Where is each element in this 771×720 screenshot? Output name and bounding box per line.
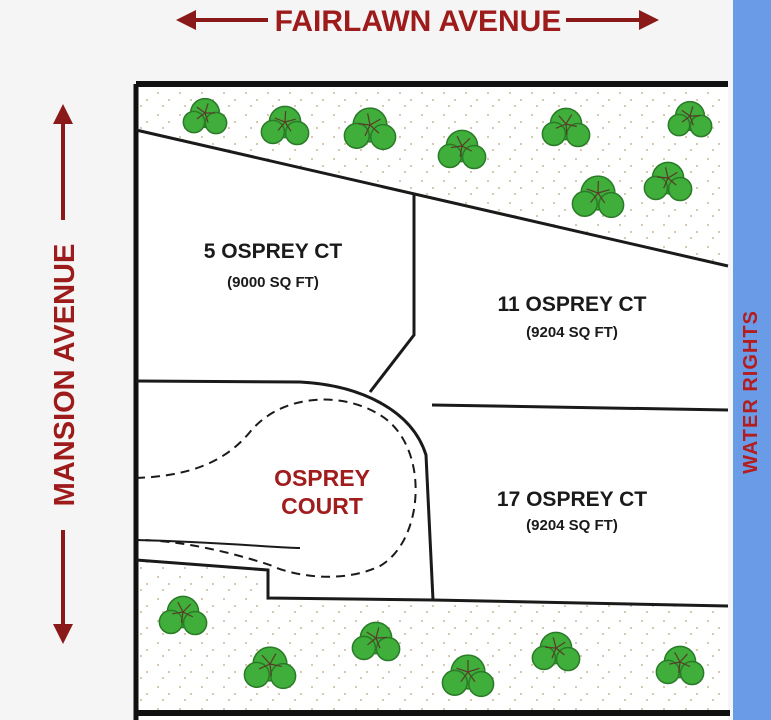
fairlawn-avenue-label: FAIRLAWN AVENUE — [275, 5, 562, 38]
court-right-boundary — [135, 379, 435, 601]
tree-icon — [441, 654, 495, 698]
lot-17-bottom-line — [432, 598, 729, 608]
tree-icon — [158, 595, 208, 636]
tree-icon — [260, 105, 310, 146]
court-bottom-boundary — [135, 558, 434, 602]
tree-icon — [343, 107, 397, 151]
lot-5-name: 5 OSPREY CT — [204, 240, 343, 263]
tree-icon — [351, 621, 401, 662]
court-name-line2: COURT — [281, 493, 363, 519]
lot-17-area: (9204 SQ FT) — [526, 517, 618, 534]
tree-icon — [655, 645, 705, 686]
court-name-line1: OSPREY — [274, 465, 370, 491]
court-dashed-outline — [135, 398, 417, 578]
trees — [158, 97, 713, 698]
tree-icon — [667, 100, 713, 138]
lot-lines — [135, 128, 729, 608]
mansion-avenue-label: MANSION AVENUE — [49, 244, 81, 507]
easement-line — [135, 128, 729, 268]
lot-5-area: (9000 SQ FT) — [227, 274, 319, 291]
water-rights-strip — [733, 0, 771, 720]
lot-line-5-11 — [368, 194, 416, 393]
lot-11-name: 11 OSPREY CT — [497, 293, 646, 316]
water-rights-label: WATER RIGHTS — [740, 310, 762, 474]
lot-11-area: (9204 SQ FT) — [526, 324, 618, 341]
lot-17-name: 17 OSPREY CT — [497, 488, 647, 511]
tree-icon — [643, 161, 693, 202]
tree-icon — [243, 646, 297, 690]
tree-icon — [571, 175, 625, 219]
tree-icon — [541, 107, 591, 148]
tree-icon — [531, 631, 581, 672]
tree-icon — [182, 97, 228, 135]
lot-line-11-17 — [431, 403, 729, 412]
tree-icon — [437, 129, 487, 170]
